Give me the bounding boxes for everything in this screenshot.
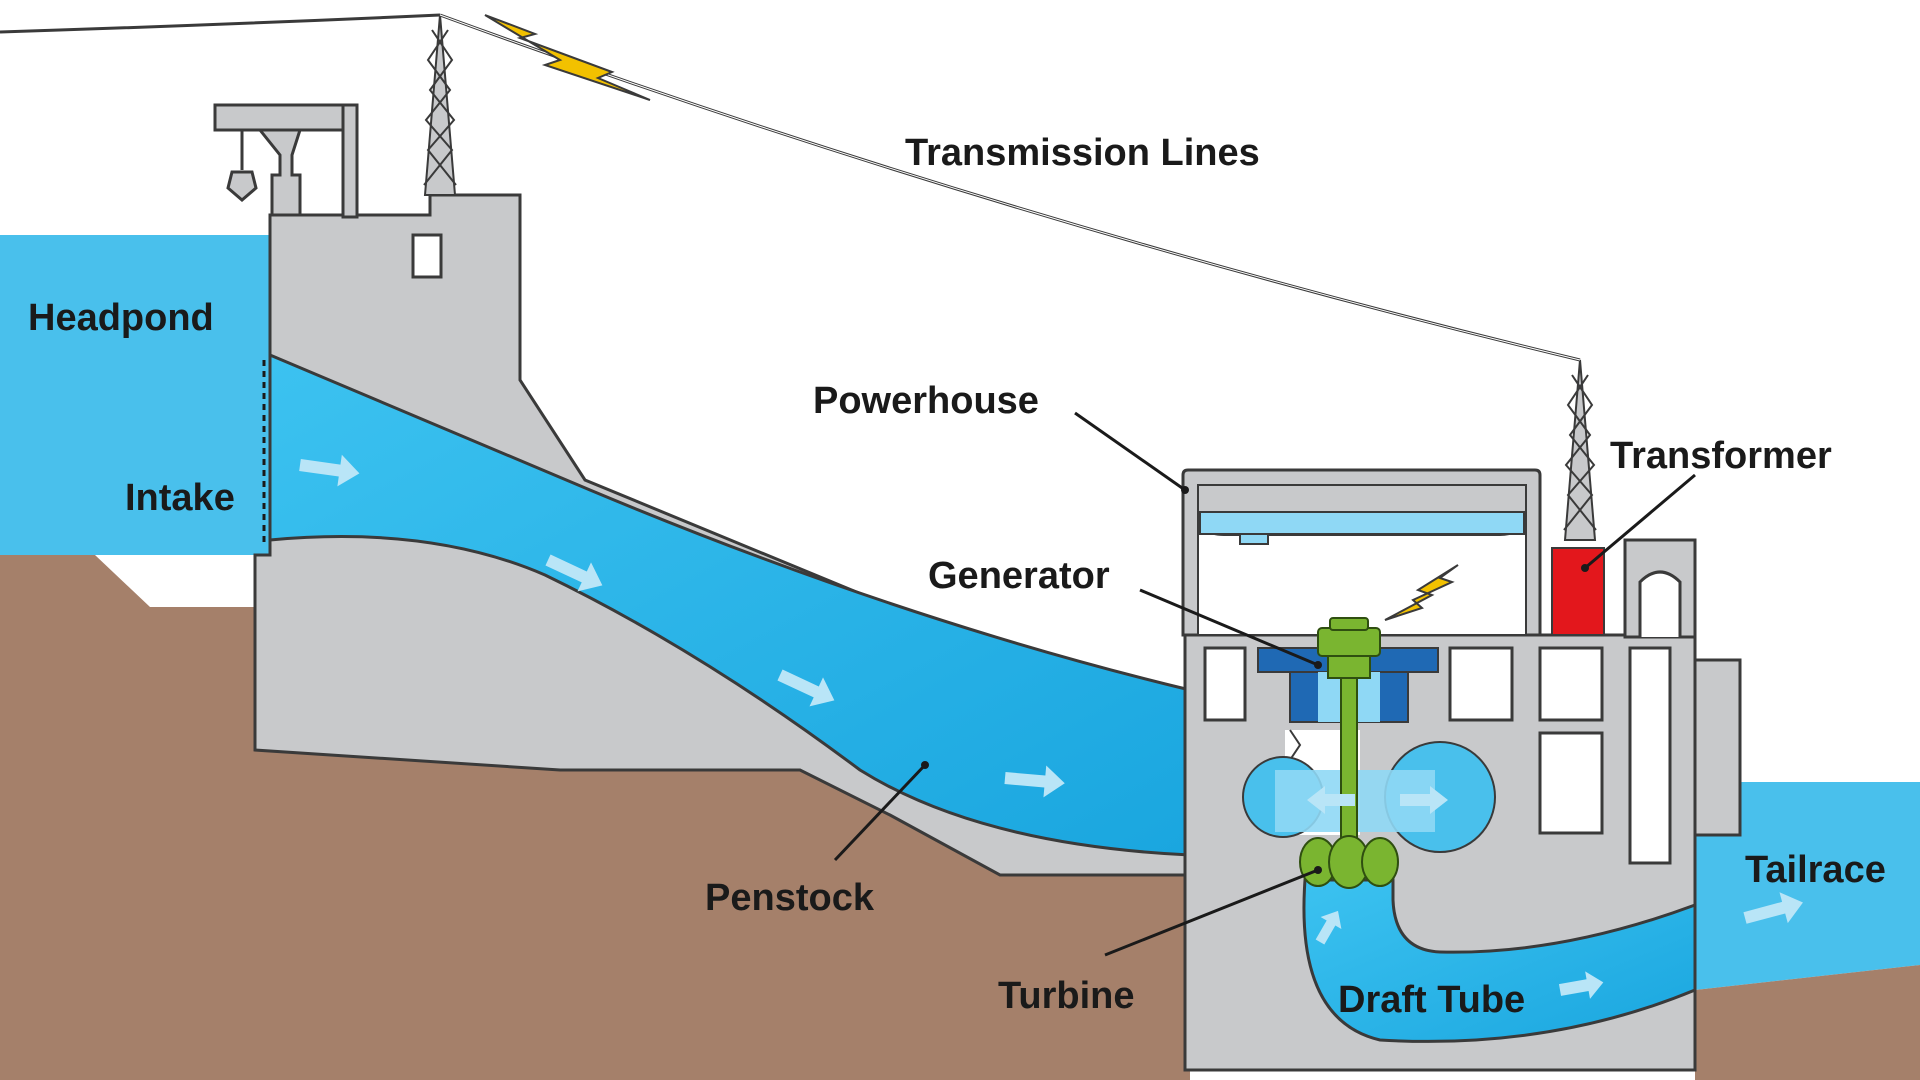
powerhouse-window-strip: [1199, 511, 1525, 535]
label-draft-tube: Draft Tube: [1338, 979, 1525, 1021]
label-turbine: Turbine: [998, 975, 1135, 1017]
label-intake: Intake: [125, 477, 235, 519]
overhead-crane: [1239, 533, 1269, 545]
tower-right: [1563, 359, 1597, 541]
flow-arrow-icon: [299, 454, 1803, 999]
transmission-line-main: [439, 13, 1581, 362]
label-transmission-lines: Transmission Lines: [905, 132, 1260, 174]
transmission-line-main-inner: [439, 14, 1581, 361]
transformer: [1551, 547, 1605, 636]
transmission-line-left: [0, 13, 441, 34]
label-tailrace: Tailrace: [1745, 849, 1886, 891]
dam-window: [411, 233, 443, 279]
draft-tube: [1302, 878, 1697, 1043]
generator: [1317, 617, 1381, 854]
ground-right: [1695, 965, 1920, 1080]
tailrace-structure: [1693, 658, 1742, 837]
label-penstock: Penstock: [705, 877, 875, 919]
leader-lines: [833, 411, 1696, 957]
label-transformer: Transformer: [1610, 435, 1832, 477]
lightning-bolt-icon: [1384, 564, 1459, 621]
lightning-bolt-icon: [484, 14, 651, 101]
tailrace-water: [1695, 782, 1920, 990]
label-headpond: Headpond: [28, 297, 214, 339]
tower-left: [423, 14, 457, 196]
powerhouse-rooms: [1203, 646, 1672, 865]
turbine-runner: [1299, 835, 1399, 889]
ground: [0, 555, 1190, 1080]
gantry-crane: [213, 103, 359, 219]
headpond-water: [0, 235, 270, 555]
transformer-door: [1638, 570, 1682, 637]
label-powerhouse: Powerhouse: [813, 380, 1039, 422]
penstock-channel: [268, 352, 1192, 857]
leader-dots: [921, 486, 1589, 874]
crane-hook-icon: [226, 130, 258, 202]
label-generator: Generator: [928, 555, 1110, 597]
